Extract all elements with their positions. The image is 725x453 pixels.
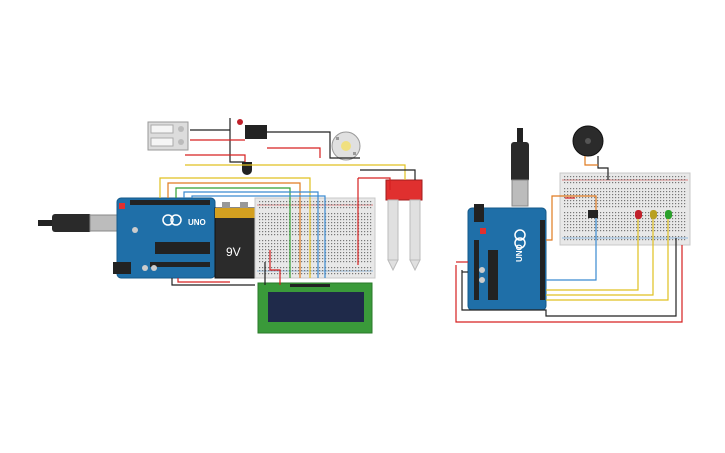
- arduino-board-left[interactable]: UNO: [113, 197, 216, 279]
- led-red[interactable]: [635, 210, 642, 219]
- transistor[interactable]: [242, 162, 252, 175]
- board-label-right: UNO: [515, 244, 524, 262]
- piezo-buzzer[interactable]: [572, 125, 604, 157]
- breadboard-right[interactable]: [559, 172, 691, 246]
- board-label-left: UNO: [188, 218, 206, 227]
- lcd-display[interactable]: [257, 282, 373, 334]
- sensor-chip[interactable]: [588, 210, 598, 218]
- battery-label: 9V: [226, 245, 241, 259]
- relay-module[interactable]: [237, 119, 267, 139]
- wires-right: [455, 156, 683, 323]
- wires-left: [159, 118, 416, 286]
- dc-motor[interactable]: [331, 131, 361, 161]
- soil-moisture-sensor[interactable]: [385, 179, 423, 272]
- indicator-led-icon: [237, 119, 243, 125]
- battery-9v[interactable]: 9V: [214, 202, 256, 279]
- arduino-logo-icon-right: [514, 229, 526, 241]
- switch-module[interactable]: [147, 121, 189, 151]
- usb-cable-left: [38, 214, 121, 232]
- left-circuit: UNO 9V: [38, 118, 423, 334]
- arduino-logo-icon: [162, 214, 174, 226]
- led-yellow[interactable]: [650, 210, 657, 219]
- breadboard-left[interactable]: [254, 197, 376, 279]
- arduino-board-right[interactable]: UNO: [467, 204, 547, 311]
- right-circuit: UNO: [455, 125, 691, 323]
- usb-cable-right: [511, 128, 529, 207]
- led-green[interactable]: [665, 210, 672, 219]
